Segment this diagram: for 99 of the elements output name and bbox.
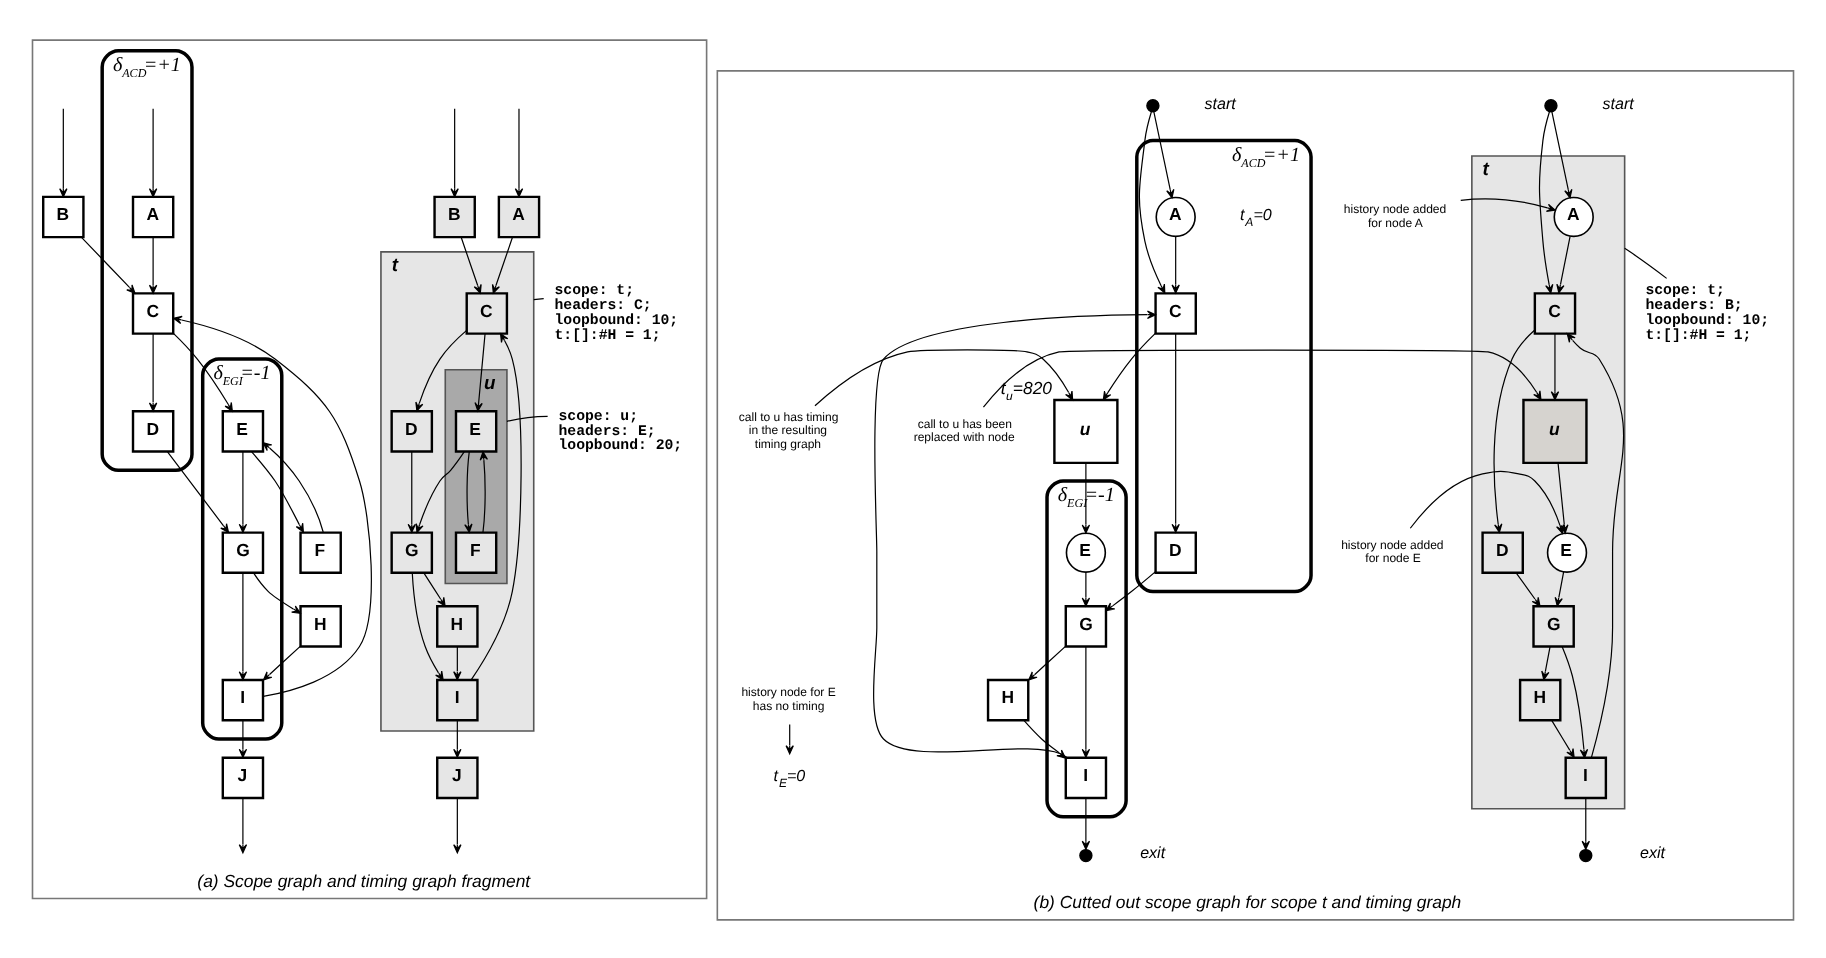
node-box: F: [299, 530, 342, 573]
node-circle: E: [1546, 531, 1588, 572]
node-box: J: [436, 755, 479, 799]
arrow: [1566, 332, 1625, 758]
node-circle: E: [1065, 531, 1107, 572]
node-circle: [1544, 98, 1558, 112]
arrow: [814, 348, 1074, 406]
node-circle: A: [1155, 195, 1196, 237]
node-box: J: [221, 755, 265, 799]
node-box: D: [131, 409, 175, 452]
arrow: [470, 332, 522, 680]
node-label: t$_{u}$=820: [1000, 376, 1053, 403]
node-box: C: [465, 291, 509, 334]
arrow: [1460, 197, 1556, 211]
node-box: u: [1053, 397, 1119, 464]
arrow: [464, 450, 473, 532]
node-circle: [1079, 847, 1093, 862]
arrow: [80, 235, 136, 293]
arrow: [479, 450, 489, 532]
node-box: I: [436, 677, 479, 721]
arrow: [460, 235, 482, 293]
arrow: [1493, 328, 1536, 532]
connector: [533, 297, 545, 300]
arrow: [1550, 332, 1560, 400]
node-box: E: [454, 409, 498, 452]
arrow: [1551, 718, 1575, 757]
arrow: [1515, 571, 1541, 606]
arrow: [491, 235, 514, 293]
node-box: I: [1064, 755, 1108, 799]
node-box: A: [131, 194, 175, 238]
arrow: [148, 332, 158, 411]
arrow: [1138, 110, 1166, 293]
arrow: [1102, 331, 1156, 400]
node-box: H: [436, 604, 479, 647]
arrow: [415, 328, 468, 411]
arrow: [1081, 645, 1091, 757]
node-box: H: [299, 604, 342, 647]
node-box: G: [221, 530, 265, 573]
arrow: [1023, 718, 1067, 758]
arrow: [407, 450, 416, 532]
arrow: [1556, 234, 1571, 293]
arrow: [1551, 110, 1573, 198]
arrow: [172, 331, 233, 411]
arrow: [1081, 796, 1091, 849]
connector: [1624, 246, 1668, 278]
arrow: [1538, 110, 1554, 293]
arrow: [1081, 570, 1091, 606]
node-box: I: [1564, 755, 1608, 799]
arrow: [423, 571, 446, 606]
node-box: G: [1532, 604, 1575, 647]
node-circle: [1579, 847, 1593, 862]
arrow: [238, 718, 248, 757]
arrow: [1581, 796, 1590, 849]
arrow: [474, 332, 486, 411]
node-box: H: [986, 677, 1030, 721]
connector: [506, 414, 549, 421]
node-box: u: [1522, 397, 1588, 464]
arrow: [172, 314, 372, 696]
node-circle: [1146, 98, 1160, 112]
node-box: A: [497, 194, 541, 238]
arrow: [1081, 461, 1091, 533]
arrow: [253, 571, 301, 613]
node-box: G: [1064, 604, 1108, 647]
arrow: [1541, 645, 1551, 680]
node-box: C: [1533, 291, 1577, 334]
arrow: [411, 571, 444, 680]
arrow: [1105, 570, 1156, 611]
arrow: [1561, 645, 1589, 758]
arrow: [1409, 469, 1565, 534]
node-box: C: [1154, 291, 1197, 334]
arrow: [1554, 570, 1565, 606]
arrow: [982, 348, 1542, 407]
node-box: H: [1518, 677, 1562, 721]
arrow: [166, 450, 230, 532]
arrow: [262, 441, 324, 532]
node-box: B: [433, 194, 476, 238]
node-box: I: [221, 677, 265, 721]
node-box: D: [1154, 530, 1197, 573]
arrow: [1153, 110, 1175, 198]
node-circle: A: [1553, 195, 1594, 237]
arrow: [251, 450, 304, 532]
arrow: [873, 309, 1157, 758]
arrow: [1028, 644, 1067, 680]
arrow: [1171, 332, 1180, 532]
node-box: G: [390, 530, 434, 573]
arrow: [238, 571, 248, 680]
node-box: F: [454, 530, 498, 573]
node-box: B: [42, 194, 85, 238]
arrow: [453, 645, 462, 680]
arrow: [148, 235, 158, 293]
arrow: [415, 450, 465, 533]
arrow: [453, 718, 462, 757]
arrow: [1171, 235, 1180, 293]
node-box: E: [221, 409, 265, 452]
arrow: [238, 450, 248, 532]
node-box: D: [1481, 530, 1524, 573]
node-box: D: [390, 409, 434, 452]
node-box: C: [131, 291, 175, 334]
arrow: [785, 722, 794, 754]
